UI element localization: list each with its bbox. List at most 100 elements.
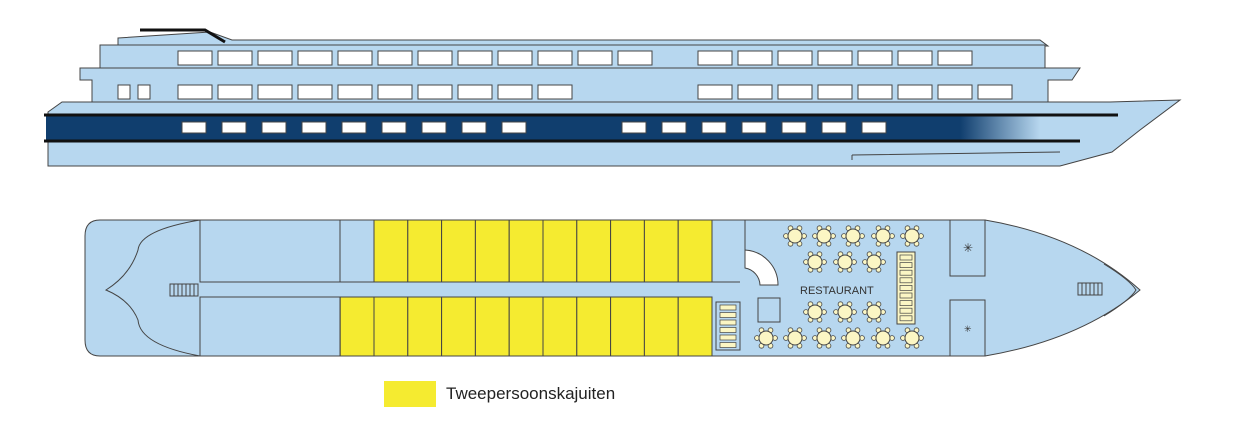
upper-deck-window (377, 50, 413, 66)
forward-room-lower (949, 299, 986, 357)
middle-deck-window (897, 84, 933, 100)
upper-deck-window (257, 50, 293, 66)
upper-deck-window (457, 50, 493, 66)
hull-porthole (261, 121, 287, 134)
double-cabin (339, 296, 375, 357)
buffet-seat (719, 342, 737, 348)
round-table (871, 225, 895, 247)
double-cabins (339, 219, 713, 357)
hull-porthole (461, 121, 487, 134)
round-table (900, 225, 924, 247)
side-windows (117, 50, 1013, 134)
round-table (754, 327, 778, 349)
double-cabin (677, 296, 713, 357)
hull-porthole (381, 121, 407, 134)
double-cabin (576, 296, 612, 357)
middle-deck-window (337, 84, 373, 100)
double-cabin (474, 219, 510, 283)
hull-porthole (341, 121, 367, 134)
long-table-seat (899, 315, 913, 322)
upper-deck-window (617, 50, 653, 66)
upper-deck-window (537, 50, 573, 66)
round-table (841, 225, 865, 247)
double-cabin (677, 219, 713, 283)
middle-deck-window (137, 84, 151, 100)
legend-swatch-double-cabin (384, 381, 436, 407)
sun-deck-top (117, 31, 1050, 47)
upper-deck-window (937, 50, 973, 66)
bow-waterline (851, 151, 1061, 160)
forward-room-upper (949, 219, 986, 277)
sun-icon-lower: ✳ (964, 324, 972, 334)
double-cabin (441, 296, 476, 357)
hull-stripe-fade (960, 116, 1040, 140)
long-table-seat (899, 292, 913, 299)
middle-deck-window (937, 84, 973, 100)
double-cabin (643, 219, 679, 283)
round-table (783, 225, 807, 247)
middle-deck-window (217, 84, 253, 100)
upper-deck-window (897, 50, 933, 66)
upper-deck-window (297, 50, 333, 66)
middle-deck-window (417, 84, 453, 100)
double-cabin (542, 219, 578, 283)
double-cabin (407, 219, 443, 283)
round-table (833, 251, 857, 273)
middle-deck-window (857, 84, 893, 100)
hull-porthole (661, 121, 687, 134)
middle-deck-window (177, 84, 213, 100)
round-table (833, 301, 857, 323)
double-cabin (610, 219, 645, 283)
upper-deck-window (217, 50, 253, 66)
upper-deck-window (417, 50, 453, 66)
long-table-seat (899, 262, 913, 268)
hull-porthole (501, 121, 527, 134)
middle-deck-window (377, 84, 413, 100)
buffet-seat (719, 334, 737, 341)
double-cabin (576, 219, 612, 283)
service-station (757, 297, 781, 323)
hull-porthole (421, 121, 447, 134)
double-cabin (542, 296, 578, 357)
upper-deck-window (697, 50, 733, 66)
double-cabin (643, 296, 679, 357)
upper-deck-window (177, 50, 213, 66)
restaurant-tables (719, 225, 924, 349)
upper-deck-window (777, 50, 813, 66)
middle-deck-window (457, 84, 493, 100)
long-table-seat (899, 277, 913, 284)
hull-porthole (221, 121, 247, 134)
buffet-seat (719, 312, 737, 318)
round-table (862, 251, 886, 273)
long-table-seat (899, 285, 913, 291)
hull-porthole (701, 121, 727, 134)
upper-deck-window (737, 50, 773, 66)
round-table (803, 301, 827, 323)
middle-deck-window (297, 84, 333, 100)
hull-porthole (781, 121, 807, 134)
round-table (803, 251, 827, 273)
bow-inner-outline (1103, 263, 1137, 317)
wheelhouse-roof-line (140, 28, 226, 44)
round-table (783, 327, 807, 349)
buffet-seat (719, 327, 737, 333)
middle-deck-window (257, 84, 293, 100)
hull-porthole (301, 121, 327, 134)
ship-deck-plan: RESTAURANT ✳ ✳ (84, 219, 1141, 357)
long-table-seat (899, 254, 913, 261)
buffet-seat (719, 319, 737, 326)
middle-deck-window (977, 84, 1013, 100)
upper-deck-window (817, 50, 853, 66)
upper-deck-window (577, 50, 613, 66)
double-cabin (441, 219, 476, 283)
double-cabin (373, 296, 409, 357)
long-table-seat (899, 300, 913, 306)
hull-porthole (821, 121, 847, 134)
stern-stairs (169, 283, 199, 297)
middle-deck-window (737, 84, 773, 100)
upper-deck-window (337, 50, 373, 66)
stern-deck-curve (104, 219, 201, 357)
middle-deck-window (117, 84, 131, 100)
round-table (841, 327, 865, 349)
